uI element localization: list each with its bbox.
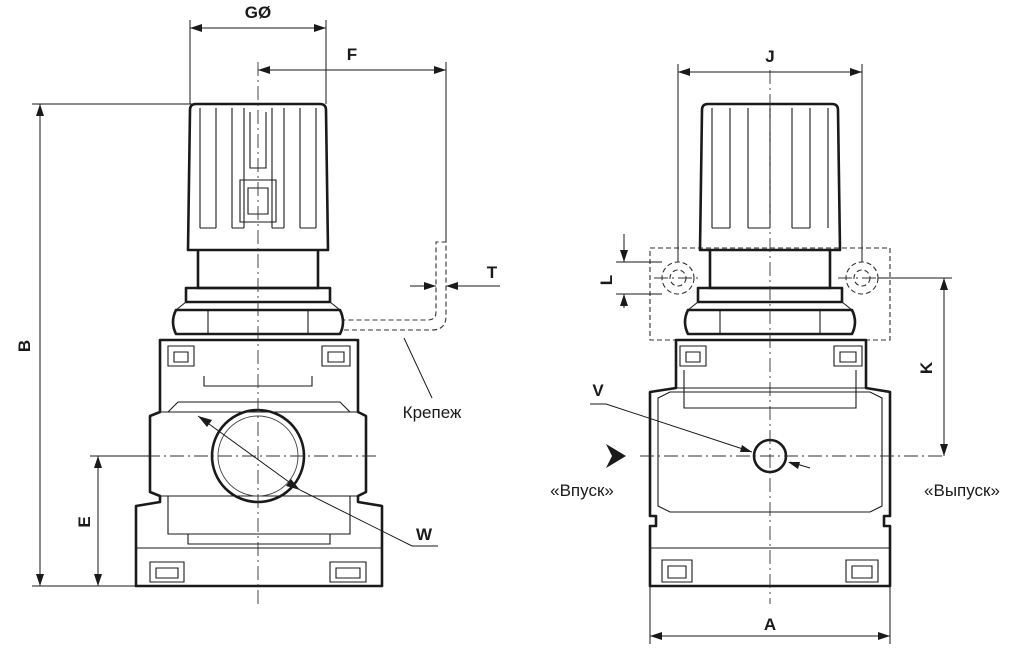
label-w: W	[416, 525, 433, 544]
front-view	[98, 62, 447, 604]
label-inlet: «Впуск»	[550, 481, 614, 500]
label-outlet: «Выпуск»	[924, 481, 1000, 500]
label-mounting: Крепеж	[403, 403, 462, 422]
dimension-g	[189, 20, 327, 104]
label-l: L	[597, 275, 616, 285]
dimension-j	[677, 64, 863, 262]
label-v: V	[592, 381, 604, 400]
dimension-t	[410, 282, 500, 290]
label-a: A	[764, 615, 776, 634]
side-view	[590, 70, 946, 604]
dimension-f	[258, 62, 447, 242]
label-j: J	[765, 47, 774, 66]
mounting-bracket-front	[344, 241, 447, 331]
dimension-a	[649, 586, 891, 644]
body-front	[134, 338, 384, 588]
label-b: B	[15, 340, 34, 352]
label-t: T	[487, 263, 498, 282]
label-e: E	[75, 516, 94, 527]
label-g-diameter: GØ	[245, 3, 271, 22]
dimension-e	[90, 455, 150, 586]
inlet-arrow-icon	[606, 444, 626, 468]
bonnet-side	[683, 250, 857, 336]
dimension-k	[878, 277, 952, 456]
dimension-l	[616, 234, 662, 308]
dimension-b	[32, 103, 194, 587]
label-k: K	[917, 361, 936, 374]
label-f: F	[347, 45, 357, 64]
